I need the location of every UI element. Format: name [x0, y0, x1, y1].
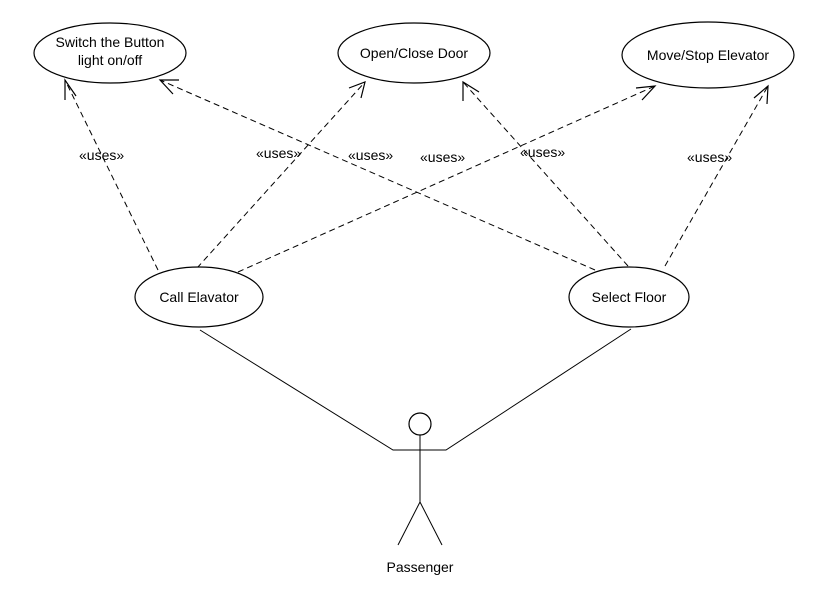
svg-text:«uses»: «uses» — [348, 147, 393, 163]
use-case-switch-light[interactable]: Switch the Button light on/off — [33, 22, 187, 84]
svg-text:«uses»: «uses» — [79, 147, 124, 163]
dependency-select-to-open-close-door — [462, 80, 629, 267]
stereotype-label-4: «uses» — [420, 149, 465, 165]
stereotype-label-6: «uses» — [687, 149, 732, 165]
svg-text:«uses»: «uses» — [420, 149, 465, 165]
actor-left-leg — [397, 501, 421, 546]
svg-text:Select Floor: Select Floor — [592, 289, 667, 305]
svg-text:Switch the Button: Switch the Button — [56, 34, 165, 50]
use-case-select-floor[interactable]: Select Floor — [568, 266, 690, 328]
association-call-elevator — [199, 329, 420, 451]
stereotype-label-5: «uses» — [520, 144, 565, 160]
dependency-select-to-move-stop-elevator — [664, 84, 769, 267]
actor-passenger[interactable]: Passenger — [387, 412, 454, 575]
actor-right-leg — [419, 501, 443, 546]
actor-name: Passenger — [387, 559, 454, 575]
dependency-call-to-open-close-door — [196, 81, 366, 269]
svg-text:Call Elavator: Call Elavator — [159, 289, 239, 305]
dependency-call-to-move-stop-elevator — [237, 85, 657, 273]
svg-text:«uses»: «uses» — [520, 144, 565, 160]
svg-text:Open/Close Door: Open/Close Door — [360, 45, 469, 61]
use-case-move-stop-elevator[interactable]: Move/Stop Elevator — [621, 21, 795, 89]
svg-text:Move/Stop Elevator: Move/Stop Elevator — [647, 47, 770, 63]
stereotype-label-2: «uses» — [256, 145, 301, 161]
svg-text:«uses»: «uses» — [256, 145, 301, 161]
association-select-floor — [420, 328, 632, 451]
use-case-call-elevator[interactable]: Call Elavator — [134, 266, 264, 328]
dependency-select-to-switch-light — [158, 79, 596, 271]
dependency-call-to-switch-light — [64, 78, 159, 271]
stereotype-label-1: «uses» — [79, 147, 124, 163]
svg-text:light on/off: light on/off — [78, 52, 142, 68]
actor-head — [408, 412, 432, 436]
stereotype-label-3: «uses» — [348, 147, 393, 163]
svg-text:«uses»: «uses» — [687, 149, 732, 165]
use-case-open-close-door[interactable]: Open/Close Door — [337, 22, 491, 84]
